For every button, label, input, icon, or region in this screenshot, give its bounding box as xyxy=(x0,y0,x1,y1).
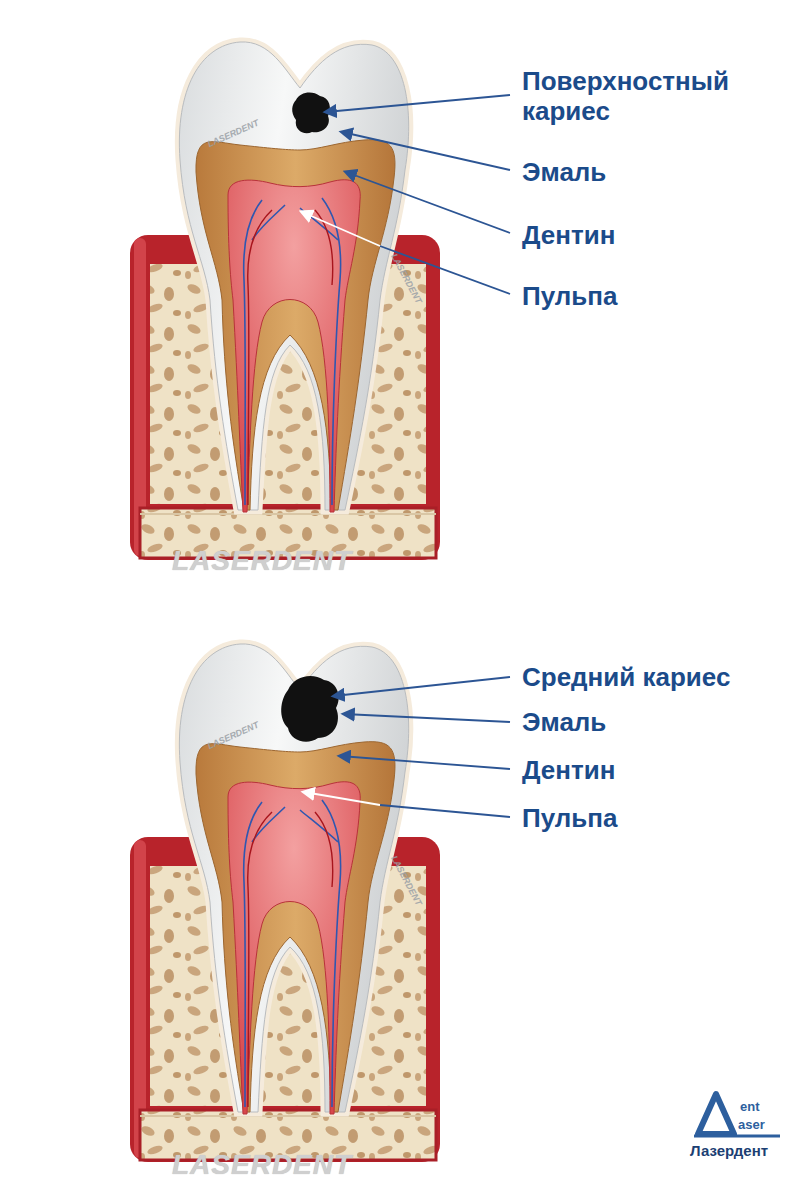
watermark: LASERDENT xyxy=(172,1150,352,1180)
caries-label: Средний кариес xyxy=(522,662,730,692)
watermark: LASERDENT xyxy=(389,252,424,305)
logo-mark xyxy=(694,1094,780,1136)
watermark: LASERDENT xyxy=(206,118,260,150)
watermark: LASERDENT xyxy=(206,720,260,752)
part-label: Эмаль xyxy=(522,707,606,737)
watermark: LASERDENT xyxy=(172,546,352,576)
logo-text: ent xyxy=(740,1100,760,1114)
logo-name: Лазердент xyxy=(690,1142,768,1160)
part-label: Эмаль xyxy=(522,157,606,187)
part-label: Дентин xyxy=(522,220,615,250)
watermark: LASERDENT xyxy=(389,854,424,907)
part-label: Пульпа xyxy=(522,803,617,833)
part-label: Дентин xyxy=(522,755,615,785)
logo-text: aser xyxy=(738,1118,765,1132)
part-label: Пульпа xyxy=(522,281,617,311)
caries-label: Поверхностный кариес xyxy=(522,66,772,126)
